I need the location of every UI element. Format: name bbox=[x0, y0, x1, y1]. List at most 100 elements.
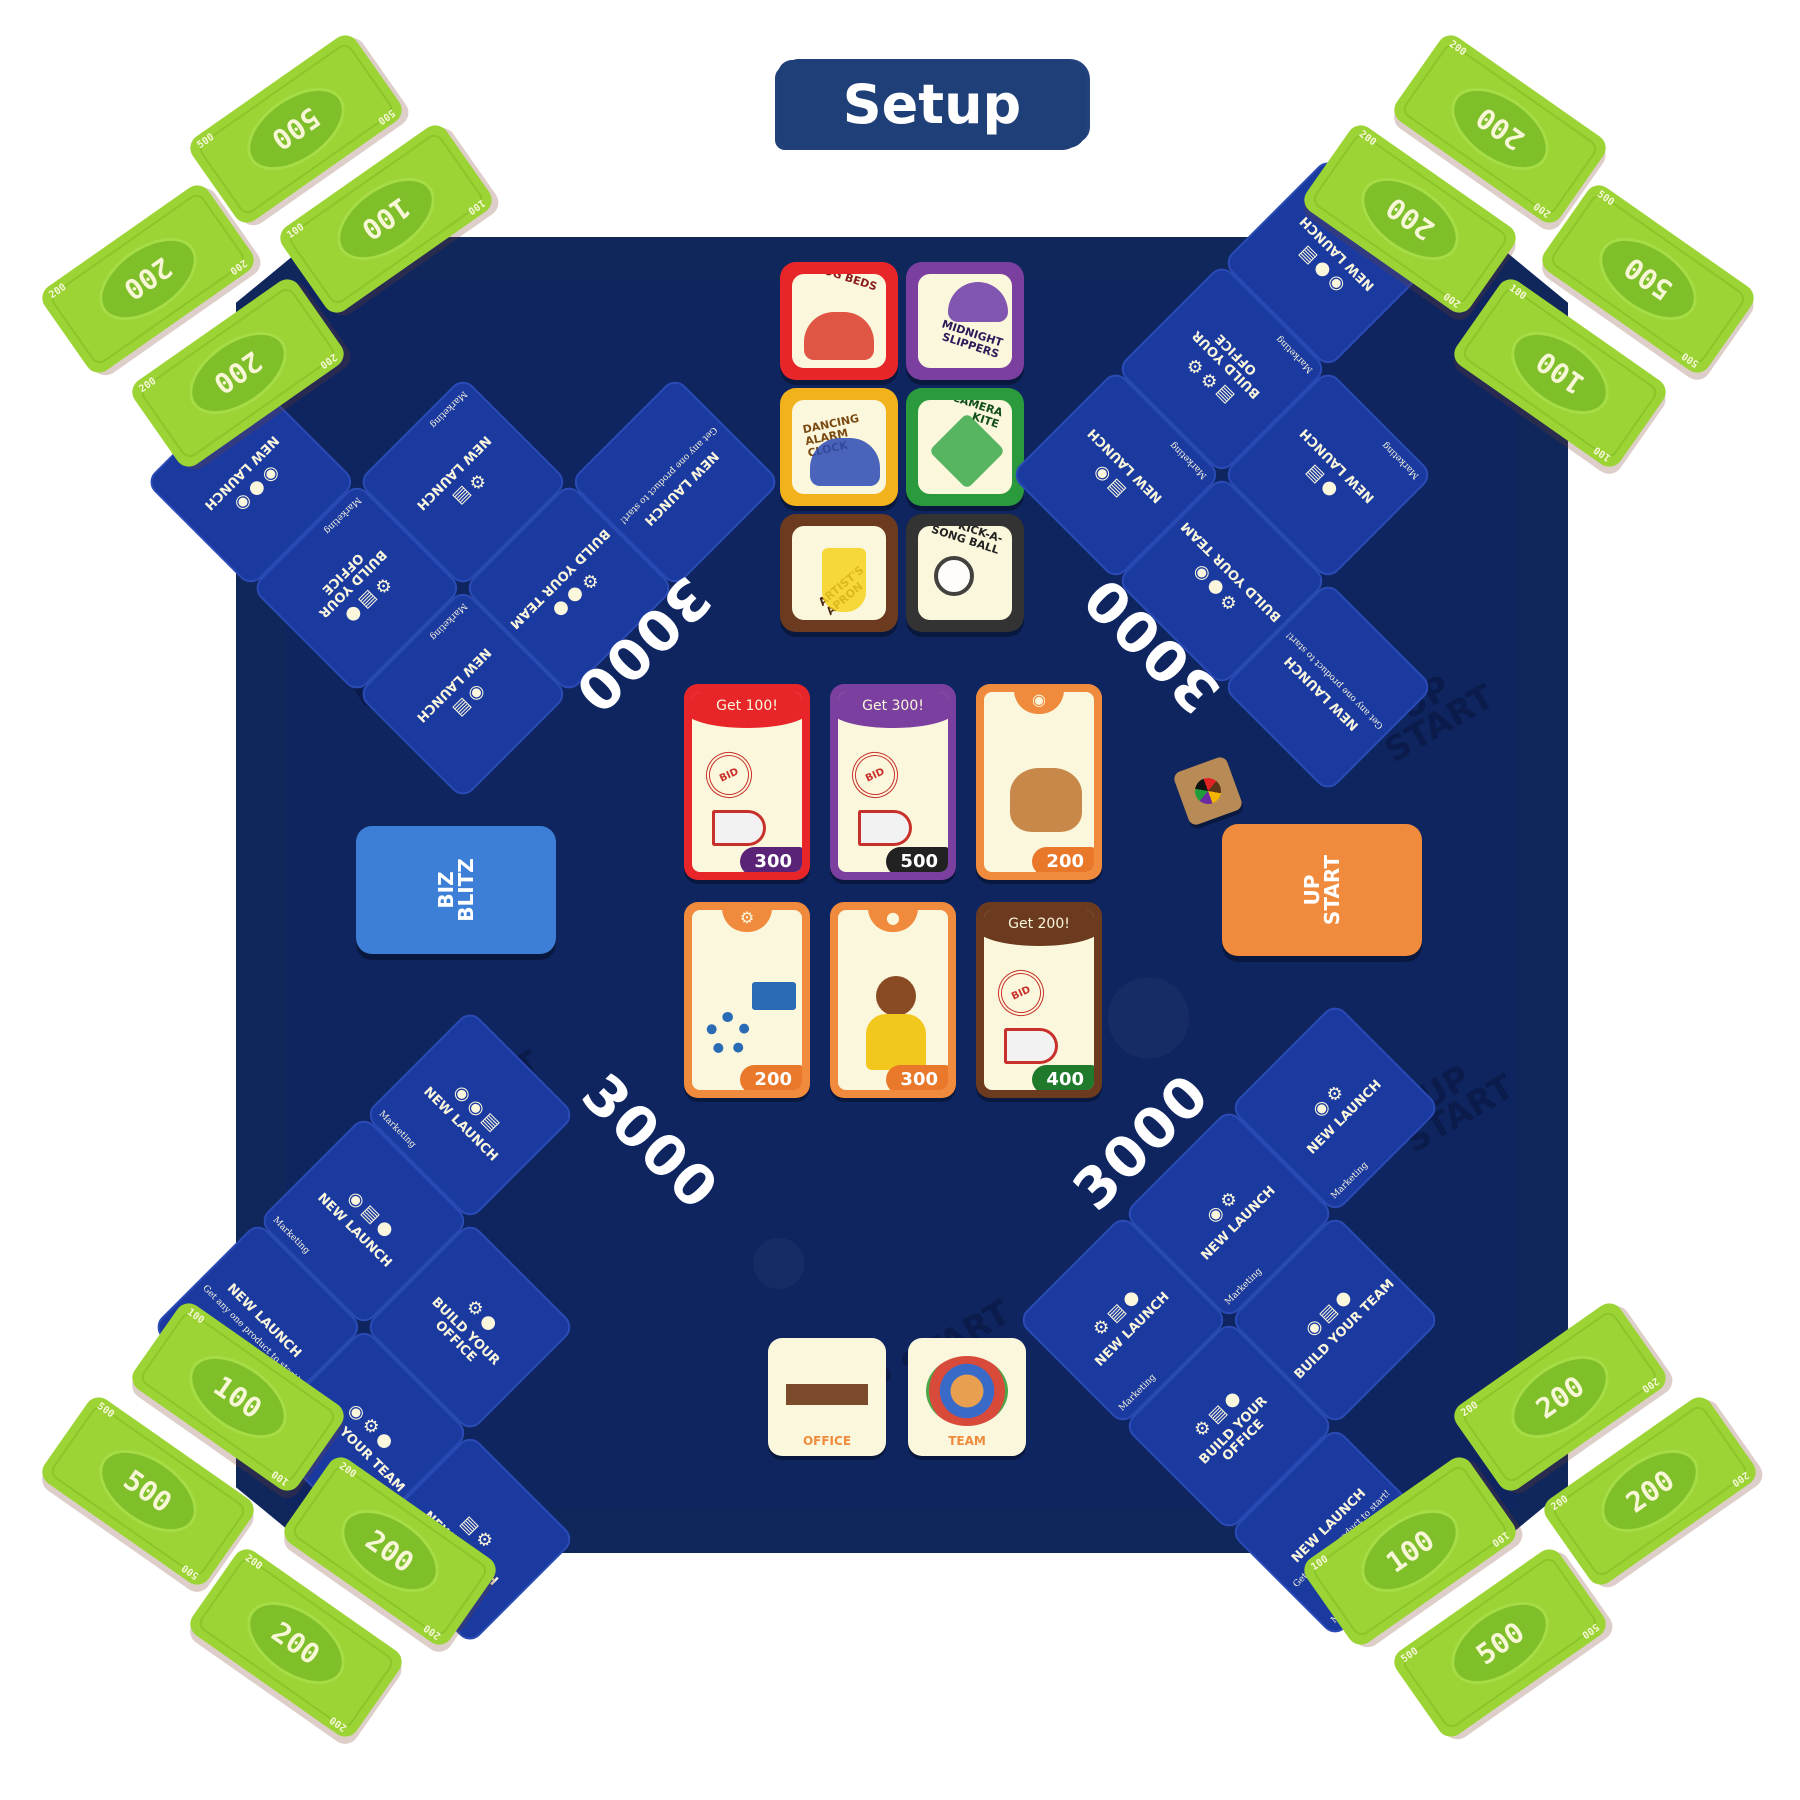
tile-face: DOG BEDS bbox=[792, 274, 886, 368]
market-card-office[interactable]: ⚙ 200 bbox=[684, 902, 810, 1098]
card-art bbox=[702, 962, 796, 1056]
megaphone-icon bbox=[1004, 1028, 1058, 1064]
dog-bed-icon bbox=[804, 312, 874, 360]
bill-corner-value: 100 bbox=[1591, 443, 1614, 464]
bill-corner-value: 200 bbox=[1446, 38, 1469, 59]
crowd-icon bbox=[926, 1356, 1008, 1426]
biz-blitz-deck[interactable]: BIZ BLITZ bbox=[356, 826, 556, 954]
tile-face: DANCING ALARM CLOCK bbox=[792, 400, 886, 494]
color-wheel-icon bbox=[1191, 774, 1225, 808]
office-tile[interactable]: OFFICE bbox=[768, 1338, 886, 1456]
marketing-label: Marketing bbox=[427, 388, 469, 430]
card-title: BUILD YOUR OFFICE bbox=[315, 546, 390, 621]
bill-corner-value: 200 bbox=[1441, 289, 1464, 310]
bill-corner-value: 500 bbox=[94, 1400, 117, 1421]
card-title: NEW LAUNCH bbox=[413, 432, 494, 513]
bill-corner-value: 200 bbox=[1531, 199, 1554, 220]
market-card-bid-200[interactable]: Get 200! BID 400 bbox=[976, 902, 1102, 1098]
card-face: Get 100! BID 300 bbox=[692, 692, 802, 872]
bill-corner-value: 200 bbox=[327, 1713, 350, 1734]
gear-icon bbox=[706, 1012, 750, 1056]
card-price: 400 bbox=[1032, 1065, 1094, 1090]
bag-icon: ◉ bbox=[1014, 692, 1064, 714]
up-start-deck[interactable]: UP START bbox=[1222, 824, 1422, 956]
market-card-team[interactable]: ● 300 bbox=[830, 902, 956, 1098]
gear-circuit-icon: ⚙ bbox=[722, 910, 772, 932]
bill-corner-value: 200 bbox=[1356, 128, 1379, 149]
card-art: BID bbox=[698, 744, 792, 846]
deck-label-line: START bbox=[1320, 854, 1344, 926]
bid-stamp-icon: BID bbox=[698, 744, 760, 806]
tile-face: KICK-A-SONG BALL bbox=[918, 526, 1012, 620]
product-tile-artists-apron[interactable]: ARTIST'S APRON bbox=[780, 514, 898, 632]
deck-label: UP START bbox=[1300, 854, 1344, 926]
bid-stamp-icon: BID bbox=[844, 744, 906, 806]
character-body-icon bbox=[866, 1014, 926, 1070]
product-tile-kick-a-song-ball[interactable]: KICK-A-SONG BALL bbox=[906, 514, 1024, 632]
bill-corner-value: 200 bbox=[137, 375, 159, 396]
bill-value: 200 bbox=[1436, 71, 1564, 187]
desk-icon bbox=[786, 1356, 868, 1426]
bill-corner-value: 200 bbox=[1729, 1468, 1751, 1489]
card-art: BID bbox=[844, 744, 938, 846]
market-card-bid-300[interactable]: Get 300! BID 500 bbox=[830, 684, 956, 880]
card-face: Get 300! BID 500 bbox=[838, 692, 948, 872]
character-head-icon bbox=[876, 976, 916, 1016]
bill-corner-value: 200 bbox=[1639, 1374, 1661, 1395]
alarm-clock-icon bbox=[810, 438, 880, 486]
bill-corner-value: 200 bbox=[47, 281, 69, 302]
bill-value: 500 bbox=[1584, 221, 1712, 337]
marketing-label: Marketing bbox=[1380, 439, 1422, 481]
bill-corner-value: 500 bbox=[179, 1561, 202, 1582]
card-title: NEW LAUNCH bbox=[413, 644, 494, 726]
bill-value: 200 bbox=[232, 1585, 360, 1701]
tile-face: MIDNIGHT SLIPPERS bbox=[918, 274, 1012, 368]
bill-corner-value: 200 bbox=[227, 256, 249, 277]
bill-corner-value: 100 bbox=[1489, 1528, 1511, 1549]
bill-value: 200 bbox=[84, 221, 212, 337]
bill-corner-value: 500 bbox=[195, 131, 217, 152]
bill-value: 500 bbox=[84, 1433, 212, 1549]
deck-label: BIZ BLITZ bbox=[434, 858, 478, 922]
soccer-ball-icon bbox=[934, 556, 974, 596]
market-card-resource-bag[interactable]: ◉ 200 bbox=[976, 684, 1102, 880]
megaphone-icon bbox=[712, 810, 766, 846]
card-title: NEW LAUNCH bbox=[1198, 1183, 1279, 1264]
card-art bbox=[848, 962, 938, 1070]
product-tile-midnight-slippers[interactable]: MIDNIGHT SLIPPERS bbox=[906, 262, 1024, 380]
deck-label-line: UP bbox=[1300, 874, 1324, 906]
market-card-bid-100[interactable]: Get 100! BID 300 bbox=[684, 684, 810, 880]
bid-stamp-icon: BID bbox=[990, 962, 1052, 1024]
card-art bbox=[994, 744, 1084, 832]
apron-icon bbox=[822, 548, 866, 612]
card-face: ◉ 200 bbox=[984, 692, 1094, 872]
slippers-icon bbox=[948, 282, 1008, 322]
bill-corner-value: 100 bbox=[269, 1467, 292, 1488]
team-tile[interactable]: TEAM bbox=[908, 1338, 1026, 1456]
bill-corner-value: 200 bbox=[242, 1552, 265, 1573]
card-header: Get 200! bbox=[984, 910, 1094, 946]
product-tile-camera-kite[interactable]: CAMERA KITE bbox=[906, 388, 1024, 506]
tile-label: KICK-A-SONG BALL bbox=[929, 526, 1005, 557]
bill-corner-value: 200 bbox=[421, 1621, 444, 1642]
bill-value: 200 bbox=[1586, 1433, 1714, 1549]
product-tile-dog-beds[interactable]: DOG BEDS bbox=[780, 262, 898, 380]
tile-face: ARTIST'S APRON bbox=[792, 526, 886, 620]
marketing-label: Marketing bbox=[1329, 1160, 1371, 1202]
megaphone-icon bbox=[858, 810, 912, 846]
card-price: 200 bbox=[1032, 847, 1094, 872]
bill-corner-value: 500 bbox=[1579, 1620, 1601, 1641]
card-face: Get 200! BID 400 bbox=[984, 910, 1094, 1090]
bill-corner-value: 500 bbox=[375, 106, 397, 127]
card-price: 200 bbox=[740, 1065, 802, 1090]
bill-corner-value: 500 bbox=[1594, 188, 1617, 209]
product-tile-dancing-alarm-clock[interactable]: DANCING ALARM CLOCK bbox=[780, 388, 898, 506]
bill-corner-value: 200 bbox=[336, 1460, 359, 1481]
card-title: NEW LAUNCH bbox=[1304, 1076, 1385, 1158]
bill-corner-value: 200 bbox=[1459, 1399, 1481, 1420]
bill-corner-value: 500 bbox=[1399, 1645, 1421, 1666]
card-header: Get 100! bbox=[692, 692, 802, 728]
bill-value: 500 bbox=[1436, 1585, 1564, 1701]
bill-value: 500 bbox=[232, 71, 360, 187]
person-icon: ● bbox=[868, 910, 918, 932]
